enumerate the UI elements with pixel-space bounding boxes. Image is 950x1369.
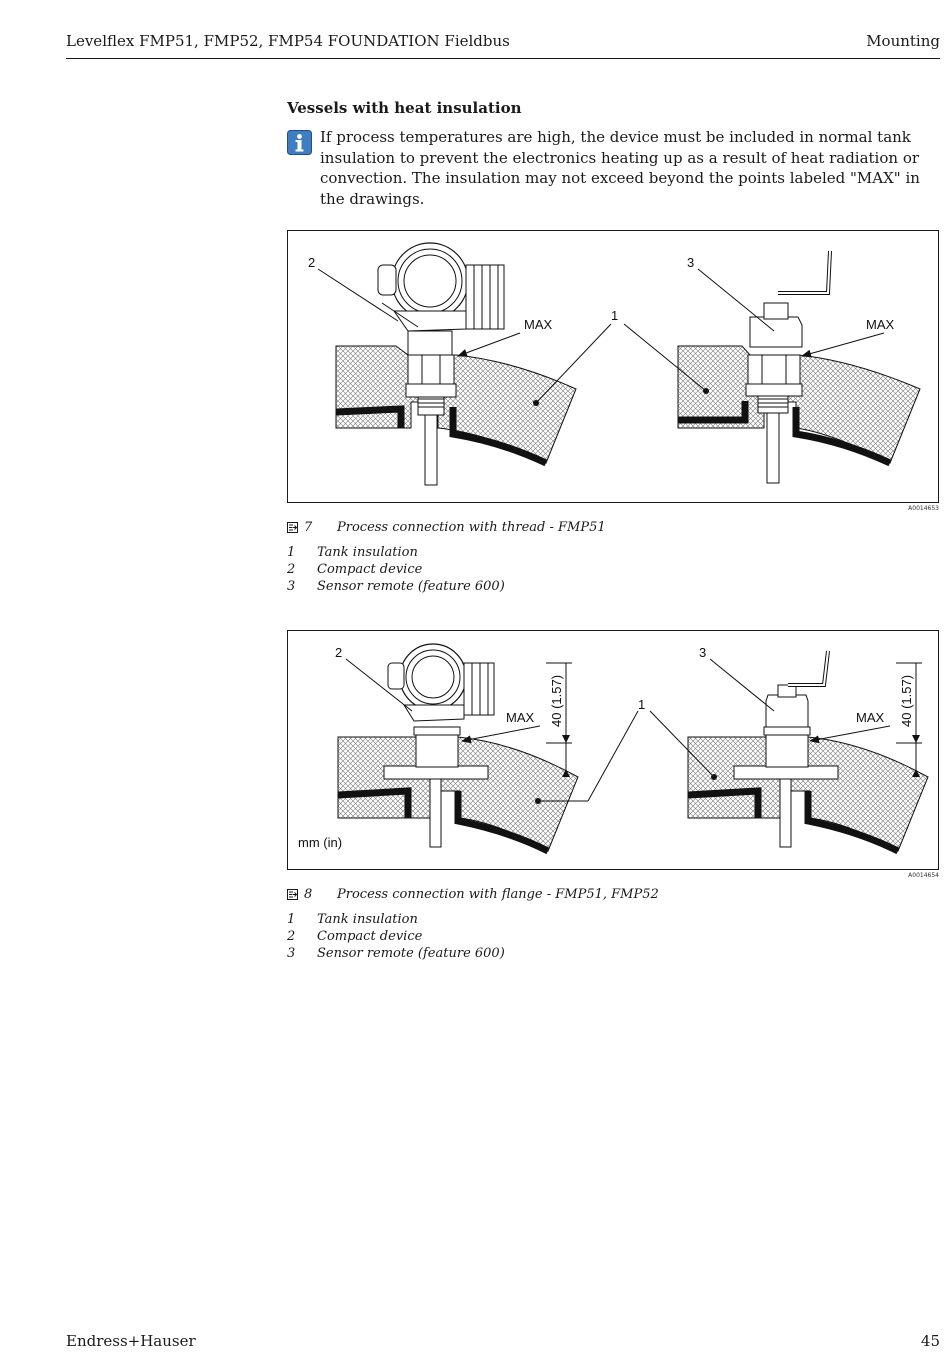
legend-number: 3 bbox=[287, 946, 296, 961]
legend-text: Tank insulation bbox=[317, 545, 418, 560]
legend-number: 1 bbox=[287, 912, 296, 927]
figure2-units: mm (in) bbox=[298, 835, 342, 850]
figure2-label-max-right: MAX bbox=[856, 710, 885, 725]
legend-number: 1 bbox=[287, 545, 296, 560]
header-section: Mounting bbox=[866, 32, 940, 50]
footer-brand: Endress+Hauser bbox=[66, 1332, 196, 1350]
info-icon bbox=[287, 130, 312, 155]
legend-number: 3 bbox=[287, 579, 296, 594]
figure2-label-max-left: MAX bbox=[506, 710, 535, 725]
figure2-dimension-left: 40 (1.57) bbox=[549, 675, 564, 727]
figure1-caption-text: Process connection with thread - FMP51 bbox=[337, 520, 606, 535]
figure2-caption-text: Process connection with flange - FMP51, … bbox=[337, 887, 659, 902]
header-rule bbox=[66, 58, 940, 59]
figure2-label-2: 2 bbox=[335, 645, 342, 660]
page-number: 45 bbox=[920, 1332, 940, 1350]
figure1-label-1: 1 bbox=[611, 308, 618, 323]
figure-flange-drawing: 2 3 1 MAX MAX 40 (1.57) 40 (1.57) mm (in… bbox=[298, 643, 929, 855]
header-title: Levelflex FMP51, FMP52, FMP54 FOUNDATION… bbox=[66, 32, 510, 50]
legend-text: Compact device bbox=[317, 562, 423, 577]
figure1-label-max-right: MAX bbox=[866, 317, 895, 332]
figure-reference-icon bbox=[287, 889, 298, 900]
figure2-number: 8 bbox=[304, 887, 313, 902]
figure2-label-3: 3 bbox=[699, 645, 706, 660]
figure-thread-connection: 2 3 1 MAX MAX bbox=[287, 230, 939, 503]
figure1-label-3: 3 bbox=[687, 255, 694, 270]
legend-text: Sensor remote (feature 600) bbox=[317, 579, 505, 594]
legend-text: Compact device bbox=[317, 929, 423, 944]
legend-text: Sensor remote (feature 600) bbox=[317, 946, 505, 961]
figure-reference-icon bbox=[287, 522, 298, 533]
note-text: If process temperatures are high, the de… bbox=[320, 128, 920, 208]
figure1-number: 7 bbox=[304, 520, 313, 535]
figure2-label-1: 1 bbox=[638, 697, 645, 712]
figure1-label-2: 2 bbox=[308, 255, 315, 270]
legend-number: 2 bbox=[287, 562, 296, 577]
figure2-code: A0014654 bbox=[908, 872, 939, 879]
figure1-label-max-left: MAX bbox=[524, 317, 553, 332]
legend-text: Tank insulation bbox=[317, 912, 418, 927]
figure1-code: A0014653 bbox=[908, 505, 939, 512]
figure-flange-connection: 2 3 1 MAX MAX 40 (1.57) 40 (1.57) mm (in… bbox=[287, 630, 939, 870]
section-title: Vessels with heat insulation bbox=[287, 99, 522, 117]
figure-thread-drawing: 2 3 1 MAX MAX bbox=[308, 242, 921, 486]
figure2-dimension-right: 40 (1.57) bbox=[899, 675, 914, 727]
legend-number: 2 bbox=[287, 929, 296, 944]
